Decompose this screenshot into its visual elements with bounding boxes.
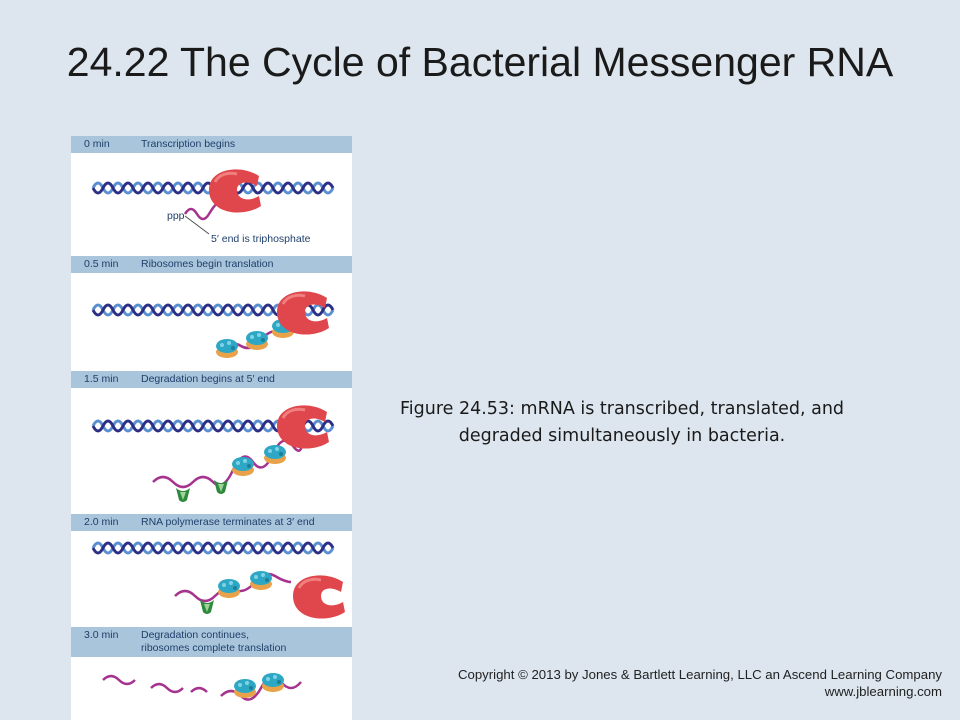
mrna-cycle-figure: 0 min Transcription begins 0.5 min Ribos… (71, 136, 352, 720)
panel-time: 1.5 min (84, 373, 119, 385)
panel-label: RNA polymerase terminates at 3′ end (141, 516, 315, 528)
panel-time: 0.5 min (84, 258, 119, 270)
panel-header: 0 min Transcription begins (71, 136, 352, 153)
five-prime-leader-line (184, 215, 210, 235)
copyright-notice: Copyright © 2013 by Jones & Bartlett Lea… (458, 666, 942, 700)
copyright-text: Copyright © 2013 by Jones & Bartlett Lea… (457, 667, 942, 682)
publisher-website: www.jblearning.com (824, 684, 942, 699)
panel-header: 3.0 min Degradation continues, ribosomes… (71, 627, 352, 657)
panel-header: 0.5 min Ribosomes begin translation (71, 256, 352, 273)
panel-label-line-2: ribosomes complete translation (141, 642, 287, 654)
panel-time: 3.0 min (84, 629, 119, 641)
panel-time: 2.0 min (84, 516, 119, 528)
figure-illustration (91, 167, 347, 701)
panel-time: 0 min (84, 138, 110, 150)
slide-title: 24.22 The Cycle of Bacterial Messenger R… (66, 39, 894, 85)
panel-label: Ribosomes begin translation (141, 258, 274, 270)
panel-label: Degradation begins at 5′ end (141, 373, 275, 385)
panel-label: Degradation continues, (141, 629, 249, 641)
figure-caption: Figure 24.53: mRNA is transcribed, trans… (399, 399, 845, 446)
panel-label: Transcription begins (141, 138, 236, 150)
panel-header: 1.5 min Degradation begins at 5′ end (71, 371, 352, 388)
panel-header: 2.0 min RNA polymerase terminates at 3′ … (71, 514, 352, 531)
ppp-label: ppp (167, 210, 185, 222)
five-prime-label: 5′ end is triphosphate (211, 233, 311, 245)
